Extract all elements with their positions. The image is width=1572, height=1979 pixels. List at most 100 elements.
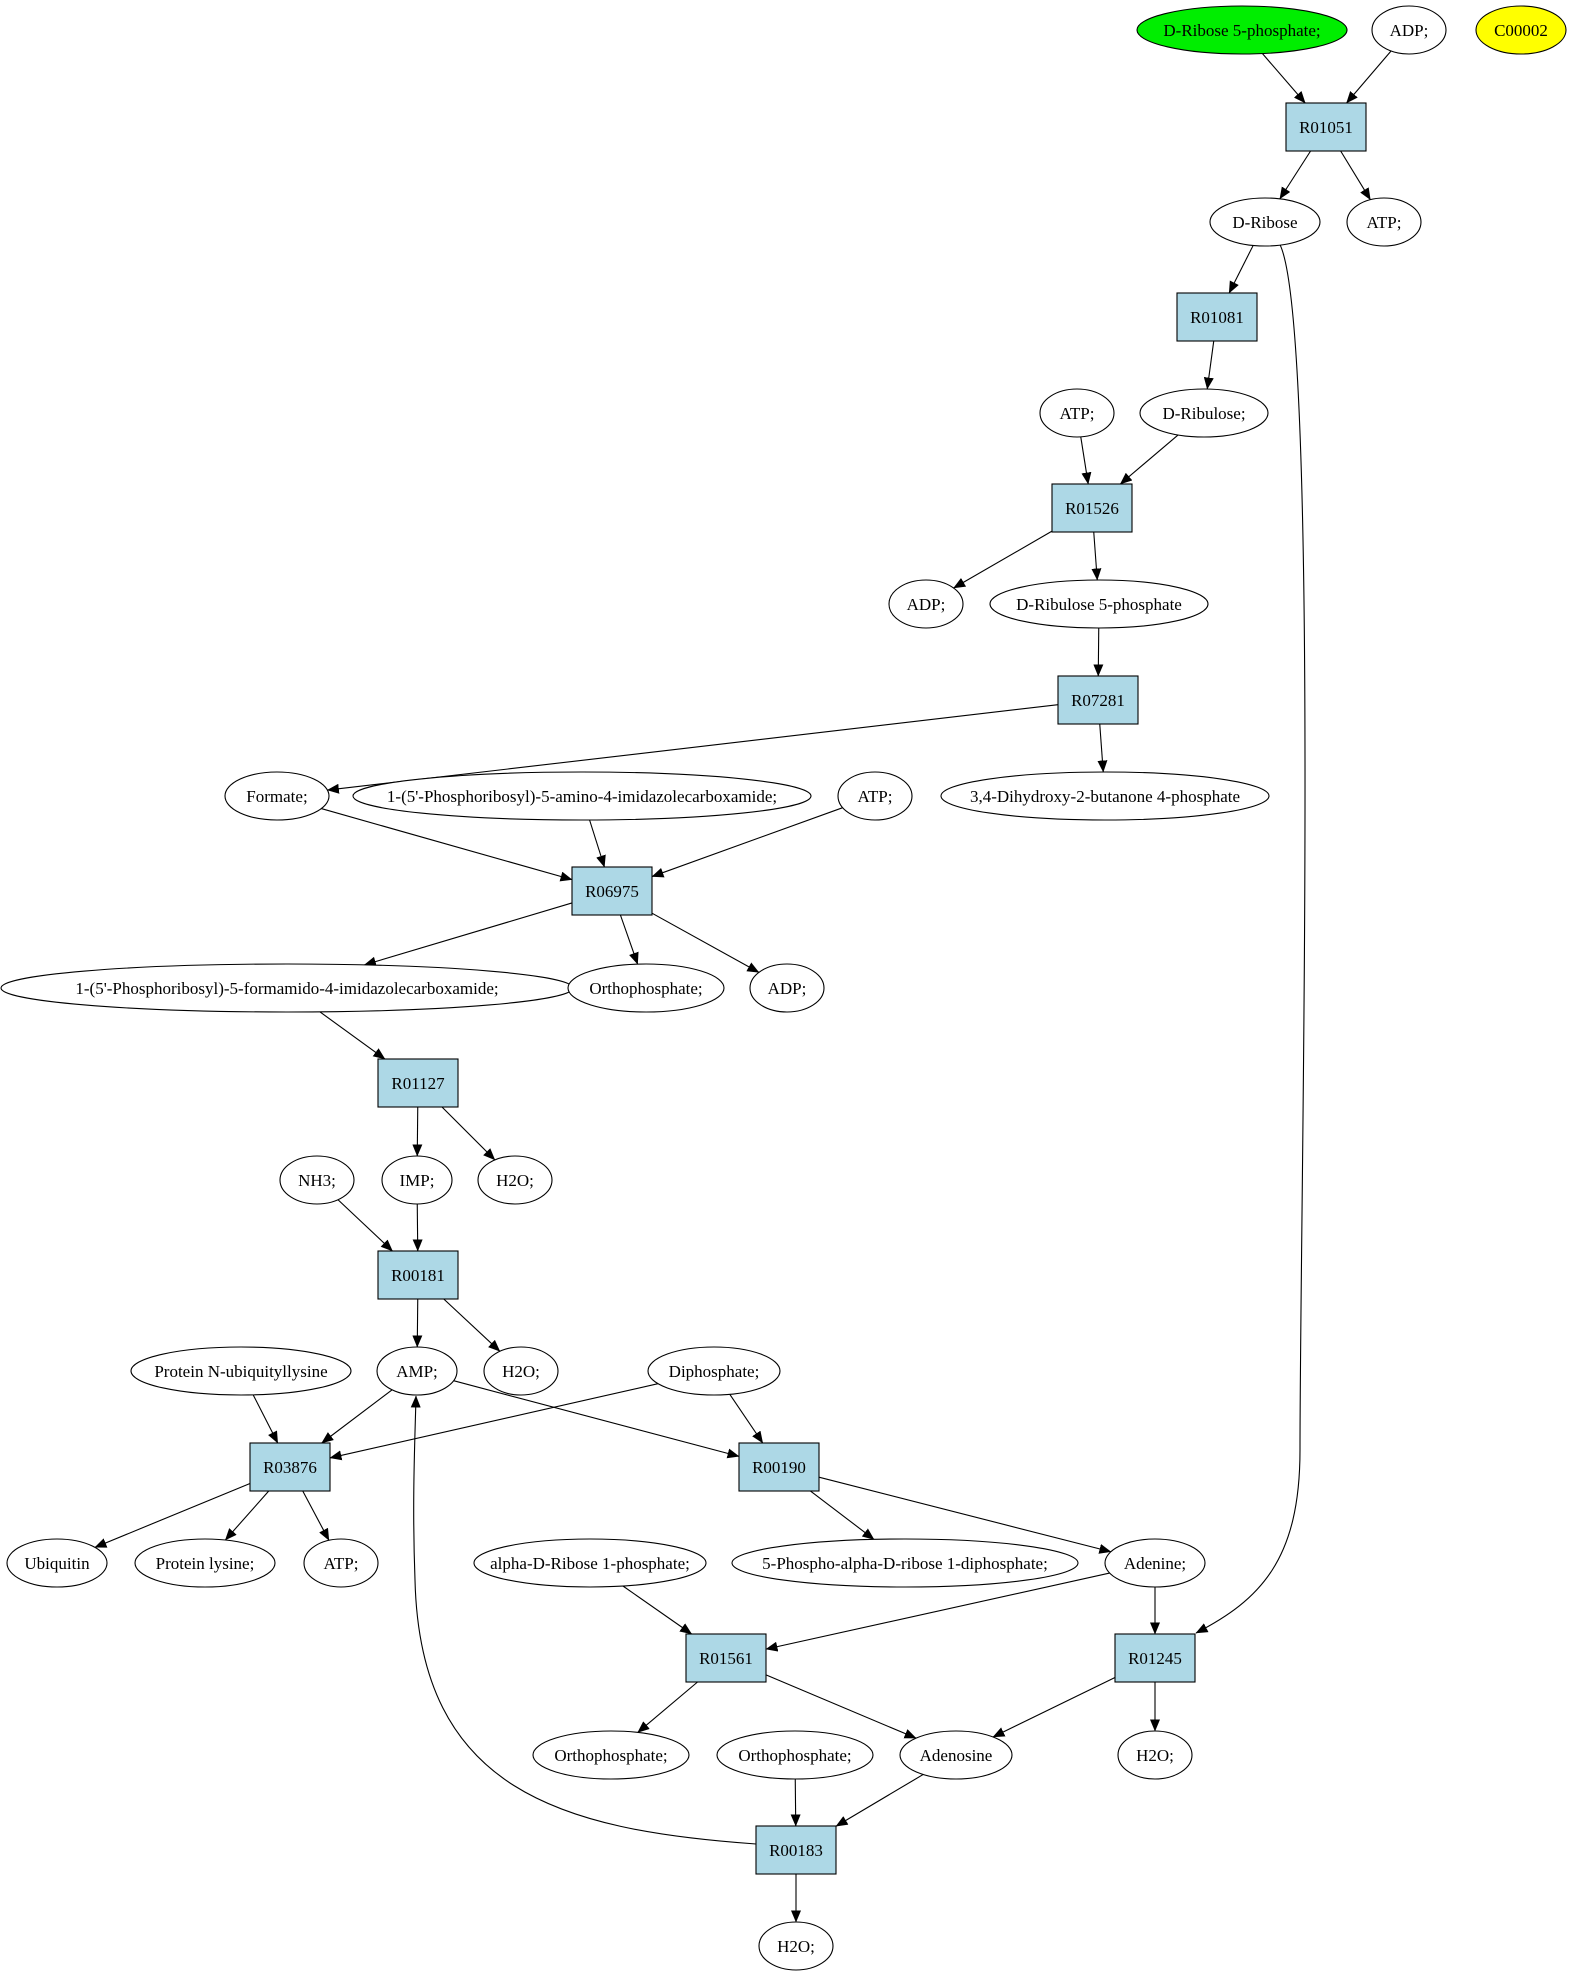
reaction-node-r00181[interactable]: R00181 [377,1250,459,1300]
compound-node-adp_3[interactable]: ADP; [749,963,825,1013]
node-label: D-Ribose 5-phosphate; [1163,21,1320,40]
compound-ellipse [6,1538,108,1588]
reaction-box [1051,483,1133,533]
reaction-node-r01127[interactable]: R01127 [377,1058,459,1108]
edge-a_d_ribose_1p-to-r01561 [622,1585,693,1635]
compound-node-atp_1[interactable]: ATP; [1346,197,1422,247]
edge-r00181-to-h2o_2 [443,1298,501,1352]
compound-ellipse [1139,388,1269,438]
compound-ellipse [940,771,1270,821]
compound-ellipse [381,1155,453,1205]
compound-ellipse [567,963,725,1013]
compound-node-h2o_4[interactable]: H2O; [758,1921,834,1971]
node-label: R01081 [1190,308,1244,327]
compound-node-formate[interactable]: Formate; [224,771,330,821]
compound-ellipse [716,1730,874,1780]
node-label: 1-(5'-Phosphoribosyl)-5-amino-4-imidazol… [387,787,777,806]
reaction-node-r01081[interactable]: R01081 [1176,292,1258,342]
edge-protein_nub-to-r03876 [252,1394,279,1444]
compound-node-imp[interactable]: IMP; [381,1155,453,1205]
reaction-node-r01051[interactable]: R01051 [1285,102,1367,152]
reaction-box [755,1825,837,1875]
edge-amp-to-r03876 [321,1389,393,1444]
compound-node-protein_lys[interactable]: Protein lysine; [134,1538,276,1588]
edge-r00190-to-adenine [818,1476,1112,1554]
compound-node-diphosphate[interactable]: Diphosphate; [647,1346,781,1396]
compound-node-orthophosphate_1[interactable]: Orthophosphate; [567,963,725,1013]
node-label: R01051 [1299,118,1353,137]
compound-node-adenosine[interactable]: Adenosine [899,1730,1013,1780]
reaction-node-r01561[interactable]: R01561 [685,1633,767,1683]
compound-node-atp_3[interactable]: ATP; [837,771,913,821]
reaction-node-r00190[interactable]: R00190 [738,1442,820,1492]
compound-node-ubiquitin[interactable]: Ubiquitin [6,1538,108,1588]
reaction-node-r00183[interactable]: R00183 [755,1825,837,1875]
compound-node-h2o_2[interactable]: H2O; [483,1346,559,1396]
compound-node-atp_2[interactable]: ATP; [1039,388,1115,438]
reaction-box [377,1250,459,1300]
reaction-node-r01245[interactable]: R01245 [1114,1633,1196,1683]
compound-node-adp_top[interactable]: ADP; [1371,5,1447,55]
reaction-node-r03876[interactable]: R03876 [249,1442,331,1492]
node-label: D-Ribose [1232,213,1297,232]
reaction-node-r06975[interactable]: R06975 [571,866,653,916]
reaction-box [1114,1633,1196,1683]
node-label: ADP; [1390,21,1429,40]
node-label: Orthophosphate; [589,979,702,998]
node-label: R06975 [585,882,639,901]
compound-node-atp_4[interactable]: ATP; [303,1538,379,1588]
edge-diphosphate-to-r03876 [329,1383,659,1461]
compound-node-protein_nub[interactable]: Protein N-ubiquityllysine [130,1346,352,1396]
compound-node-faicar[interactable]: 1-(5'-Phosphoribosyl)-5-formamido-4-imid… [0,963,574,1013]
compound-node-a_d_ribose_1p[interactable]: alpha-D-Ribose 1-phosphate; [473,1538,707,1588]
compound-ellipse [1136,5,1348,55]
node-label: Adenine; [1124,1554,1186,1573]
compound-ellipse [483,1346,559,1396]
node-label: Protein lysine; [156,1554,255,1573]
edge-adp_top-to-r01051 [1346,50,1392,104]
compound-node-orthophosphate_2[interactable]: Orthophosphate; [532,1730,690,1780]
compound-node-dhbp[interactable]: 3,4-Dihydroxy-2-butanone 4-phosphate [940,771,1270,821]
edge-r03876-to-atp_4 [302,1490,330,1541]
node-label: R03876 [263,1458,317,1477]
compound-node-aicar[interactable]: 1-(5'-Phosphoribosyl)-5-amino-4-imidazol… [352,771,812,821]
edge-r07281-to-dhbp [1097,723,1108,773]
edge-d_ribulose_5p-to-r07281 [1093,627,1104,677]
reaction-box [571,866,653,916]
compound-ellipse [224,771,330,821]
edge-r06975-to-orthophosphate_1 [619,914,639,965]
edge-nh3-to-r00181 [337,1199,393,1252]
compound-node-c00002[interactable]: C00002 [1475,5,1567,55]
edge-faicar-to-r01127 [319,1011,386,1060]
compound-node-h2o_3[interactable]: H2O; [1117,1730,1193,1780]
reaction-node-r01526[interactable]: R01526 [1051,483,1133,533]
compound-ellipse [1346,197,1422,247]
edge-atp_3-to-r06975 [651,807,843,878]
compound-node-d_ribose_5p[interactable]: D-Ribose 5-phosphate; [1136,5,1348,55]
node-label: H2O; [496,1171,534,1190]
compound-node-d_ribulose[interactable]: D-Ribulose; [1139,388,1269,438]
node-label: ATP; [858,787,893,806]
node-label: ATP; [1060,404,1095,423]
compound-node-amp[interactable]: AMP; [376,1346,458,1396]
compound-node-d_ribose[interactable]: D-Ribose [1209,197,1321,247]
compound-node-adenine[interactable]: Adenine; [1104,1538,1206,1588]
node-label: NH3; [298,1171,336,1190]
edge-r06975-to-adp_3 [651,912,760,973]
reaction-node-r07281[interactable]: R07281 [1057,675,1139,725]
compound-node-nh3[interactable]: NH3; [279,1155,355,1205]
compound-node-d_ribulose_5p[interactable]: D-Ribulose 5-phosphate [989,579,1209,629]
compound-node-prpp[interactable]: 5-Phospho-alpha-D-ribose 1-diphosphate; [731,1538,1079,1588]
compound-ellipse [532,1730,690,1780]
compound-node-adp_2[interactable]: ADP; [888,579,964,629]
node-label: R00181 [391,1266,445,1285]
compound-node-h2o_1[interactable]: H2O; [477,1155,553,1205]
compound-node-orthophosphate_3[interactable]: Orthophosphate; [716,1730,874,1780]
node-label: R01561 [699,1649,753,1668]
node-label: Diphosphate; [669,1362,760,1381]
nodes-layer: D-Ribose 5-phosphate; ADP; C00002R01051D-R… [0,5,1567,1971]
node-label: R01245 [1128,1649,1182,1668]
compound-ellipse [731,1538,1079,1588]
compound-ellipse [888,579,964,629]
compound-ellipse [473,1538,707,1588]
